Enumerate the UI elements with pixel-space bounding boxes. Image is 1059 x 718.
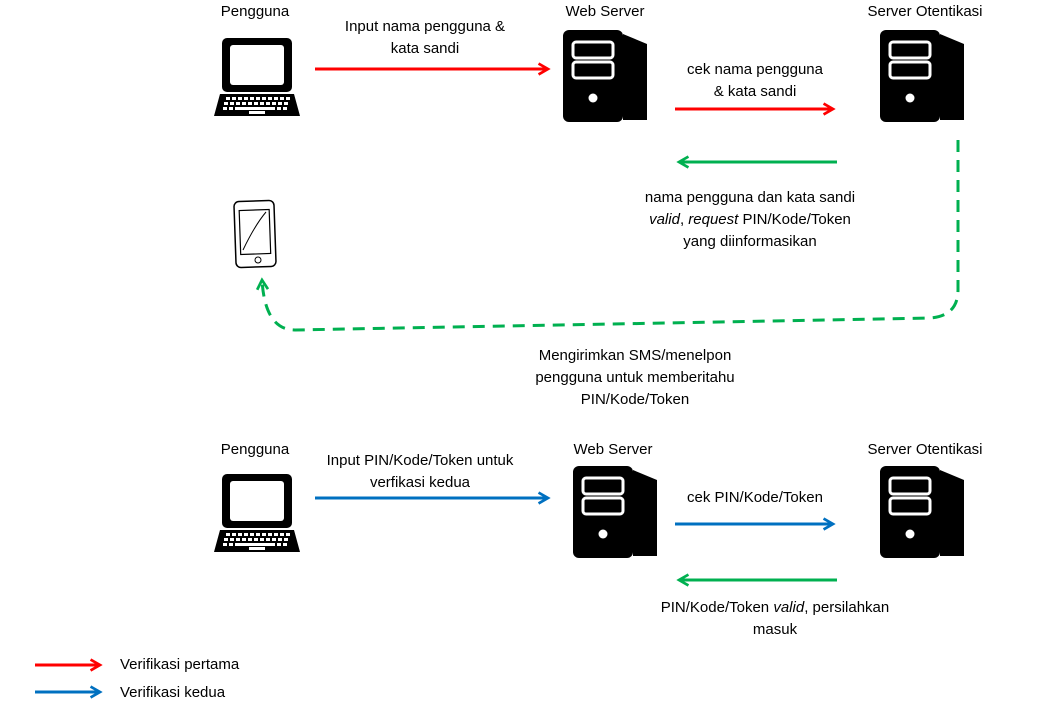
legend-label-second: Verifikasi kedua xyxy=(120,684,226,701)
edge-label-web-to-auth-2: cek PIN/Kode/Token xyxy=(687,489,823,506)
node-label-web-server: Web Server xyxy=(565,3,645,20)
node-label-user-2: Pengguna xyxy=(220,441,290,458)
server-icon xyxy=(878,464,966,560)
node-label-user: Pengguna xyxy=(220,3,290,20)
node-label-web-server-2: Web Server xyxy=(573,441,653,458)
laptop-icon xyxy=(214,474,300,552)
legend-label-first: Verifikasi pertama xyxy=(120,656,240,673)
smartphone-icon xyxy=(233,199,277,269)
server-icon xyxy=(561,28,649,124)
edge-label-auth-to-web: nama pengguna dan kata sandi valid, requ… xyxy=(644,189,856,250)
edge-label-auth-to-web-2: PIN/Kode/Token valid, persilahkan masuk xyxy=(660,599,890,638)
edge-label-auth-to-phone: Mengirimkan SMS/menelpon pengguna untuk … xyxy=(535,347,735,408)
edge-label-user-to-web-2: Input PIN/Kode/Token untuk verfikasi ked… xyxy=(326,452,514,491)
node-label-auth-server-2: Server Otentikasi xyxy=(867,441,983,458)
edge-label-user-to-web: Input nama pengguna & kata sandi xyxy=(344,18,506,57)
server-icon xyxy=(878,28,966,124)
arrow-auth-to-phone-dashed xyxy=(255,140,960,332)
node-label-auth-server: Server Otentikasi xyxy=(867,3,983,20)
edge-label-web-to-auth: cek nama pengguna & kata sandi xyxy=(687,61,823,100)
server-icon xyxy=(571,464,659,560)
laptop-icon xyxy=(214,38,300,116)
